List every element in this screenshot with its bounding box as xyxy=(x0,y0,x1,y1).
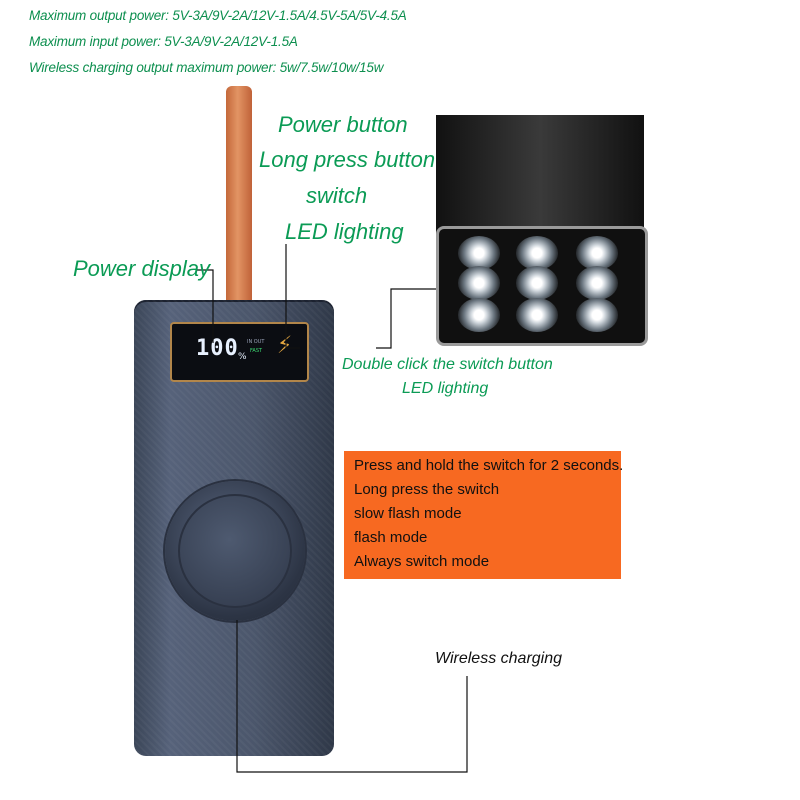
led-icon xyxy=(516,298,558,332)
in-out-indicator: IN OUT xyxy=(247,339,265,345)
spec-wireless-output: Wireless charging output maximum power: … xyxy=(29,60,384,75)
led-icon xyxy=(516,266,558,300)
power-button-leader-line xyxy=(285,244,300,349)
switch-label: switch xyxy=(306,183,368,208)
wireless-charging-label: Wireless charging xyxy=(435,650,563,667)
led-icon xyxy=(516,236,558,270)
mode-line: Long press the switch xyxy=(354,481,500,498)
battery-percent-digits: 100 xyxy=(196,336,239,361)
led-icon xyxy=(458,236,500,270)
mode-line: flash mode xyxy=(354,529,428,546)
wireless-leader-line xyxy=(236,620,468,773)
led-icon xyxy=(458,298,500,332)
led-icon xyxy=(458,266,500,300)
spec-max-output: Maximum output power: 5V-3A/9V-2A/12V-1.… xyxy=(29,8,407,23)
power-display-leader-line xyxy=(196,269,214,343)
percent-sign: % xyxy=(238,352,247,362)
double-click-label: Double click the switch button xyxy=(342,356,553,373)
led-icon xyxy=(576,298,618,332)
power-display-label: Power display xyxy=(73,256,210,281)
mode-line: Press and hold the switch for 2 seconds. xyxy=(354,457,624,474)
long-press-label: Long press button xyxy=(259,147,436,172)
lanyard-strap xyxy=(226,86,252,312)
led-icon xyxy=(576,266,618,300)
power-button-label: Power button xyxy=(278,112,408,137)
mode-line: Always switch mode xyxy=(354,553,490,570)
lightning-bolt-icon: ⚡ xyxy=(277,331,293,359)
led-leader-line xyxy=(376,288,436,349)
fast-charge-indicator: FAST xyxy=(250,348,263,354)
led-modes-box: Press and hold the switch for 2 seconds.… xyxy=(344,451,624,579)
mode-line: slow flash mode xyxy=(354,505,462,522)
wireless-charging-coil xyxy=(178,494,292,608)
spec-max-input: Maximum input power: 5V-3A/9V-2A/12V-1.5… xyxy=(29,34,298,49)
double-click-led-label: LED lighting xyxy=(402,380,489,397)
led-icon xyxy=(576,236,618,270)
led-lighting-label: LED lighting xyxy=(285,219,404,244)
flashlight-housing xyxy=(436,115,644,240)
